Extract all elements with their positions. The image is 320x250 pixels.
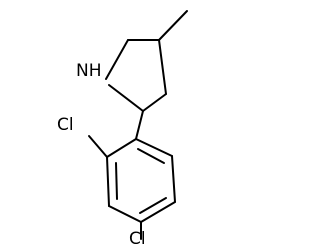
- atom-label-cl-lower: Cl: [129, 229, 146, 249]
- atom-label-nh: NH: [76, 61, 102, 81]
- bond-ar6-ar1: [135, 138, 173, 157]
- aromatic-inner-1: [115, 162, 118, 200]
- aromatic-inner-2: [139, 197, 167, 214]
- atom-label-cl-upper: Cl: [57, 115, 74, 135]
- molecule-diagram: NH Cl Cl: [57, 10, 188, 249]
- bond-ar2-ar3: [106, 156, 110, 207]
- bond-c5-n: [108, 84, 144, 112]
- bond-ring-to-aryl: [135, 110, 144, 140]
- bond-methyl: [158, 10, 188, 41]
- aromatic-inner-3: [137, 148, 165, 164]
- bond-ar1-ar2: [106, 138, 137, 158]
- bond-n-c2: [105, 39, 129, 80]
- bond-cl-upper: [88, 135, 108, 158]
- structure-drawing: NH Cl Cl: [57, 10, 188, 249]
- bond-ar4-ar5: [140, 201, 176, 223]
- bond-c4-c5: [142, 93, 167, 112]
- bond-c3-c4: [158, 39, 167, 95]
- bond-ar5-ar6: [171, 155, 176, 203]
- bond-ar3-ar4: [108, 205, 142, 223]
